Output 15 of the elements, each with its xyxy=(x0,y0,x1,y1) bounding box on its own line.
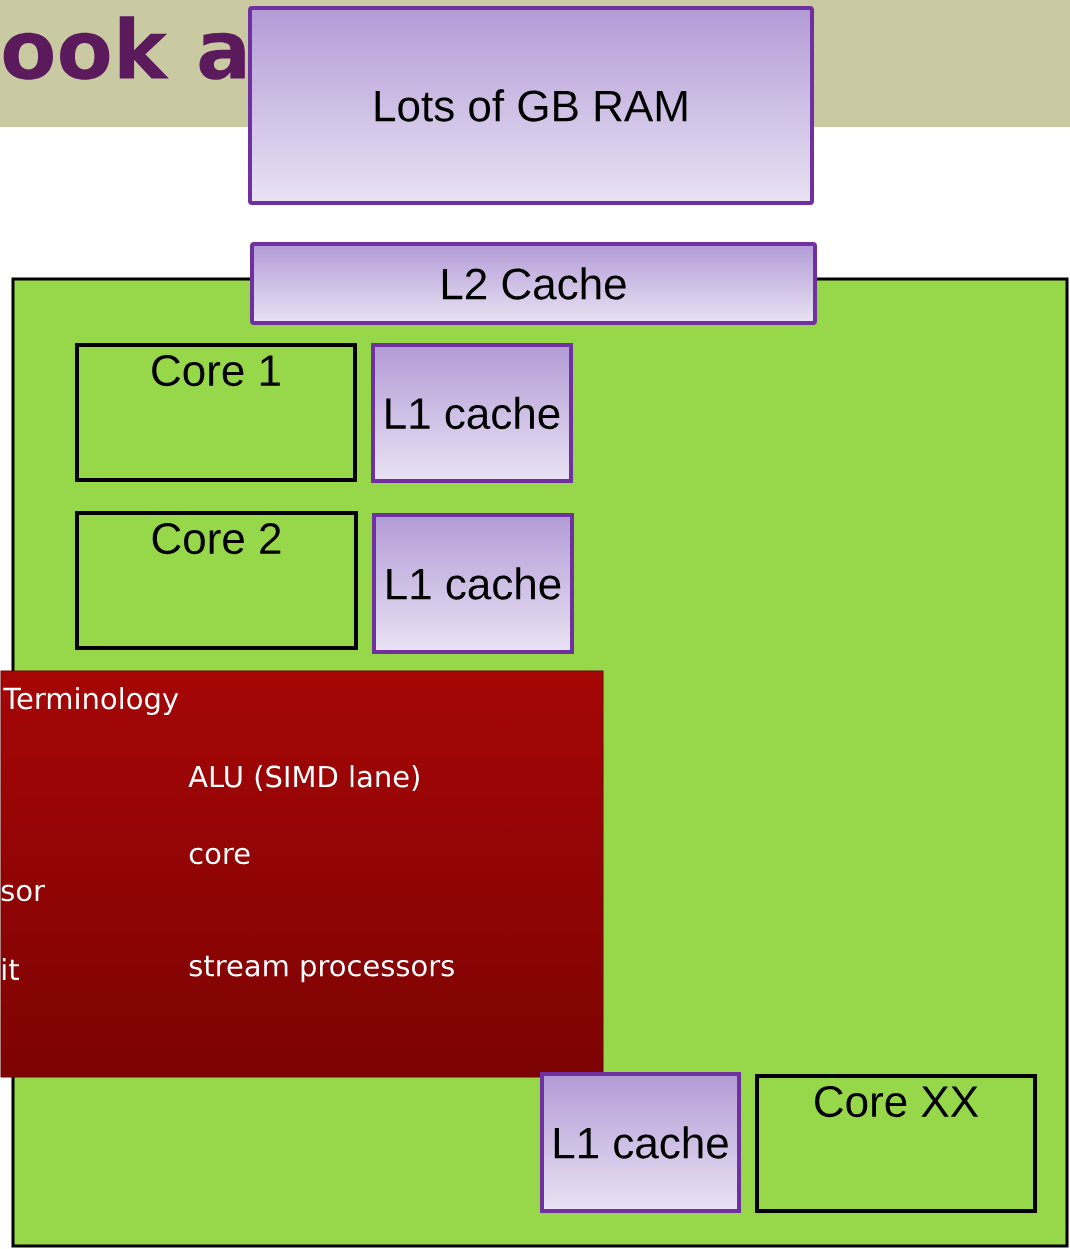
cache-box: L1 cache xyxy=(372,513,574,654)
panel-heading: Terminology xyxy=(3,686,179,716)
term-label: it xyxy=(2,958,19,981)
term-label: sor xyxy=(1,884,45,902)
memory-box: Lots of GB RAM xyxy=(248,6,814,205)
core-box: Core 1 xyxy=(75,343,357,482)
core-box: Core XX xyxy=(755,1074,1037,1213)
slide-title: ook a xyxy=(3,16,245,80)
memory-box: L2 Cache xyxy=(250,242,817,325)
term-label: stream processors xyxy=(189,955,454,983)
term-label: core xyxy=(189,847,250,865)
core-box: Core 2 xyxy=(75,511,358,650)
cache-box: L1 cache xyxy=(371,343,573,483)
term-label: ALU (SIMD lane) xyxy=(188,765,419,791)
cache-box: L1 cache xyxy=(540,1072,741,1213)
